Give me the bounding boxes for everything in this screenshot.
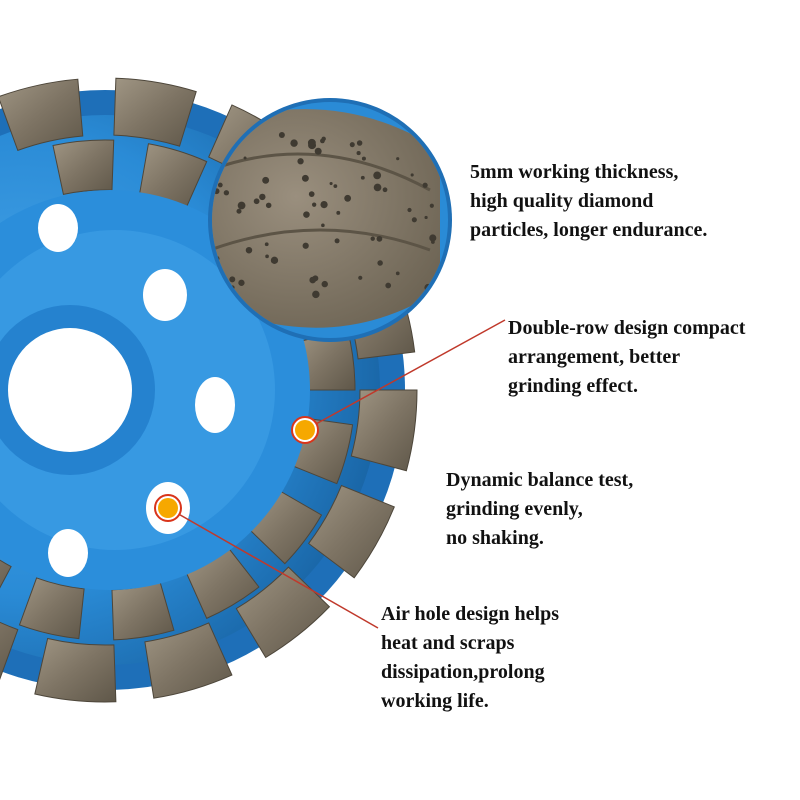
diamond-particle [431, 240, 435, 244]
callout-line: high quality diamond [470, 190, 654, 212]
diamond-particle [308, 191, 315, 197]
diamond-particle [424, 215, 428, 220]
air-hole [38, 204, 78, 252]
diamond-particle [237, 201, 246, 210]
diamond-particle [229, 276, 236, 283]
diamond-particle [373, 183, 382, 192]
diamond-particle [217, 182, 223, 188]
diamond-particle [301, 174, 309, 182]
callout-line: Dynamic balance test, [446, 469, 634, 491]
callout-line: heat and scraps [381, 632, 515, 654]
diamond-particle [410, 173, 414, 177]
diamond-particle [238, 279, 245, 286]
arbor-hole [8, 328, 132, 452]
zoom-detail-circle [208, 98, 452, 342]
diamond-particle [303, 211, 310, 218]
diamond-particle [270, 256, 279, 264]
callout-line: working life. [381, 690, 489, 712]
diamond-particle [411, 217, 417, 223]
diamond-particle [302, 242, 309, 249]
diamond-particle [253, 198, 260, 205]
diamond-particle [333, 184, 338, 189]
diamond-particle [278, 132, 285, 139]
diamond-particle [358, 275, 363, 280]
diamond-particle [407, 207, 412, 213]
diamond-particle [236, 208, 242, 214]
air-hole [195, 377, 235, 433]
diamond-particle [320, 138, 325, 144]
diamond-particle [265, 254, 269, 259]
callout-line: grinding effect. [508, 375, 638, 397]
diamond-segment [18, 577, 85, 640]
diamond-particle [344, 194, 352, 202]
diamond-particle [336, 210, 341, 215]
diamond-particle [314, 147, 322, 155]
leader-lines [167, 319, 506, 629]
diamond-particle [243, 156, 247, 160]
diamond-particle [320, 201, 328, 209]
callout-line: Double-row design compact [508, 317, 746, 339]
diamond-particle [245, 246, 253, 254]
diamond-particle [329, 181, 333, 186]
diamond-particle [349, 142, 355, 148]
diamond-segment [235, 566, 331, 659]
diamond-particle [382, 187, 388, 193]
diamond-segment [52, 139, 115, 195]
diamond-particle [223, 190, 230, 196]
callout-marker [154, 494, 182, 522]
diamond-particle [396, 157, 400, 161]
diamond-particle [356, 140, 363, 146]
diamond-particle [429, 234, 437, 242]
diamond-particle [264, 242, 269, 247]
diamond-segment [0, 559, 12, 589]
diamond-particle [360, 175, 365, 180]
callout-line: grinding evenly, [446, 498, 583, 520]
callout-marker [291, 416, 319, 444]
diamond-particle [422, 182, 428, 188]
diamond-particle [259, 193, 266, 201]
callout-line: particles, longer endurance. [470, 219, 708, 241]
air-hole [48, 529, 88, 577]
diamond-particle [334, 238, 340, 244]
callout-line: arrangement, better [508, 346, 681, 368]
diamond-particle [356, 151, 361, 156]
diamond-particle [312, 202, 317, 207]
diamond-particle [321, 280, 328, 288]
diamond-particle [376, 235, 383, 242]
diamond-particle [309, 276, 316, 284]
diamond-particle [377, 260, 383, 266]
diamond-particle [373, 171, 382, 180]
callout-air-hole: Air hole design helps heat and scraps di… [381, 600, 559, 716]
diamond-particle [395, 271, 400, 276]
callout-line: Air hole design helps [381, 603, 559, 625]
diamond-particle [262, 176, 270, 184]
diamond-particle [429, 203, 434, 208]
callout-line: dissipation,prolong [381, 661, 545, 683]
diamond-particle [307, 138, 316, 147]
diamond-segment [0, 621, 19, 680]
diamond-segment [350, 389, 418, 472]
diamond-particle [370, 236, 375, 241]
callout-line: 5mm working thickness, [470, 161, 679, 183]
diamond-particle [385, 282, 392, 289]
diamond-segment [307, 484, 395, 579]
air-hole [143, 269, 187, 321]
diamond-segment [0, 78, 84, 152]
diamond-particle [265, 202, 272, 209]
diamond-particle [312, 290, 320, 299]
diamond-particle [321, 223, 325, 228]
diamond-segment [113, 77, 197, 147]
callout-balance: Dynamic balance test, grinding evenly, n… [446, 466, 633, 553]
diamond-segment [34, 637, 117, 703]
callout-double-row: Double-row design compact arrangement, b… [508, 314, 745, 401]
diamond-particle [361, 156, 366, 161]
diamond-particle [297, 158, 304, 165]
diamond-segment [144, 622, 233, 699]
diamond-particle [290, 139, 298, 147]
callout-line: no shaking. [446, 527, 544, 549]
callout-thickness: 5mm working thickness, high quality diam… [470, 158, 707, 245]
